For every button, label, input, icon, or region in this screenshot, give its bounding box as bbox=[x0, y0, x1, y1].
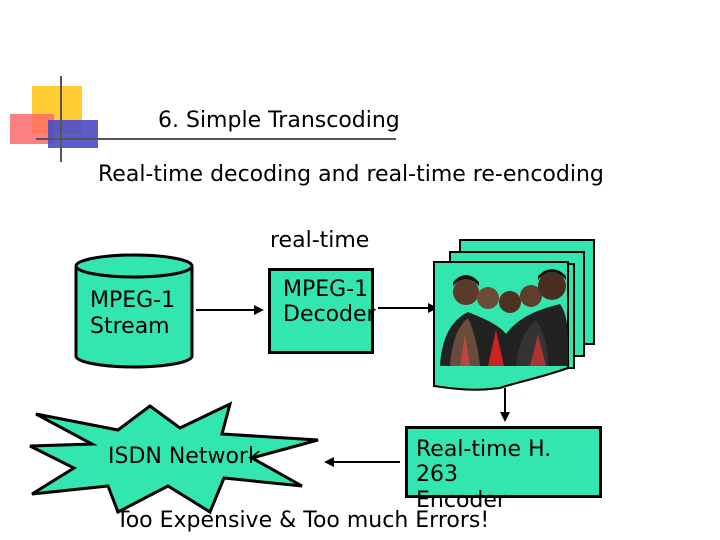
slide-subtitle: Real-time decoding and real-time re-enco… bbox=[98, 162, 604, 187]
decoded-frames-stack bbox=[433, 239, 595, 391]
businessmen-image bbox=[440, 269, 569, 366]
stream-label-line2: Stream bbox=[90, 314, 170, 340]
decoder-node: MPEG-1 Decoder bbox=[268, 268, 376, 354]
decoder-label-line2: Decoder bbox=[283, 302, 376, 328]
slide-footer: Too Expensive & Too much Errors! bbox=[116, 508, 490, 533]
network-starburst-node bbox=[29, 401, 319, 515]
logo-blue-square bbox=[48, 120, 98, 148]
slide-title: 6. Simple Transcoding bbox=[158, 108, 400, 133]
logo-vertical-line bbox=[60, 76, 62, 162]
stream-cylinder-node bbox=[74, 253, 194, 369]
encoder-node: Real-time H. 263 Encoder bbox=[405, 426, 602, 513]
stream-node-text: MPEG-1 Stream bbox=[90, 288, 175, 341]
encoder-label-line1: Real-time H. 263 bbox=[416, 437, 552, 488]
stream-label-line1: MPEG-1 bbox=[90, 288, 176, 313]
realtime-label: real-time bbox=[270, 228, 370, 253]
decoder-label-line1: MPEG-1 bbox=[283, 277, 369, 302]
title-underline bbox=[36, 138, 396, 140]
encoder-label-line2: Encoder bbox=[416, 487, 506, 513]
network-label: ISDN Network bbox=[108, 444, 261, 469]
